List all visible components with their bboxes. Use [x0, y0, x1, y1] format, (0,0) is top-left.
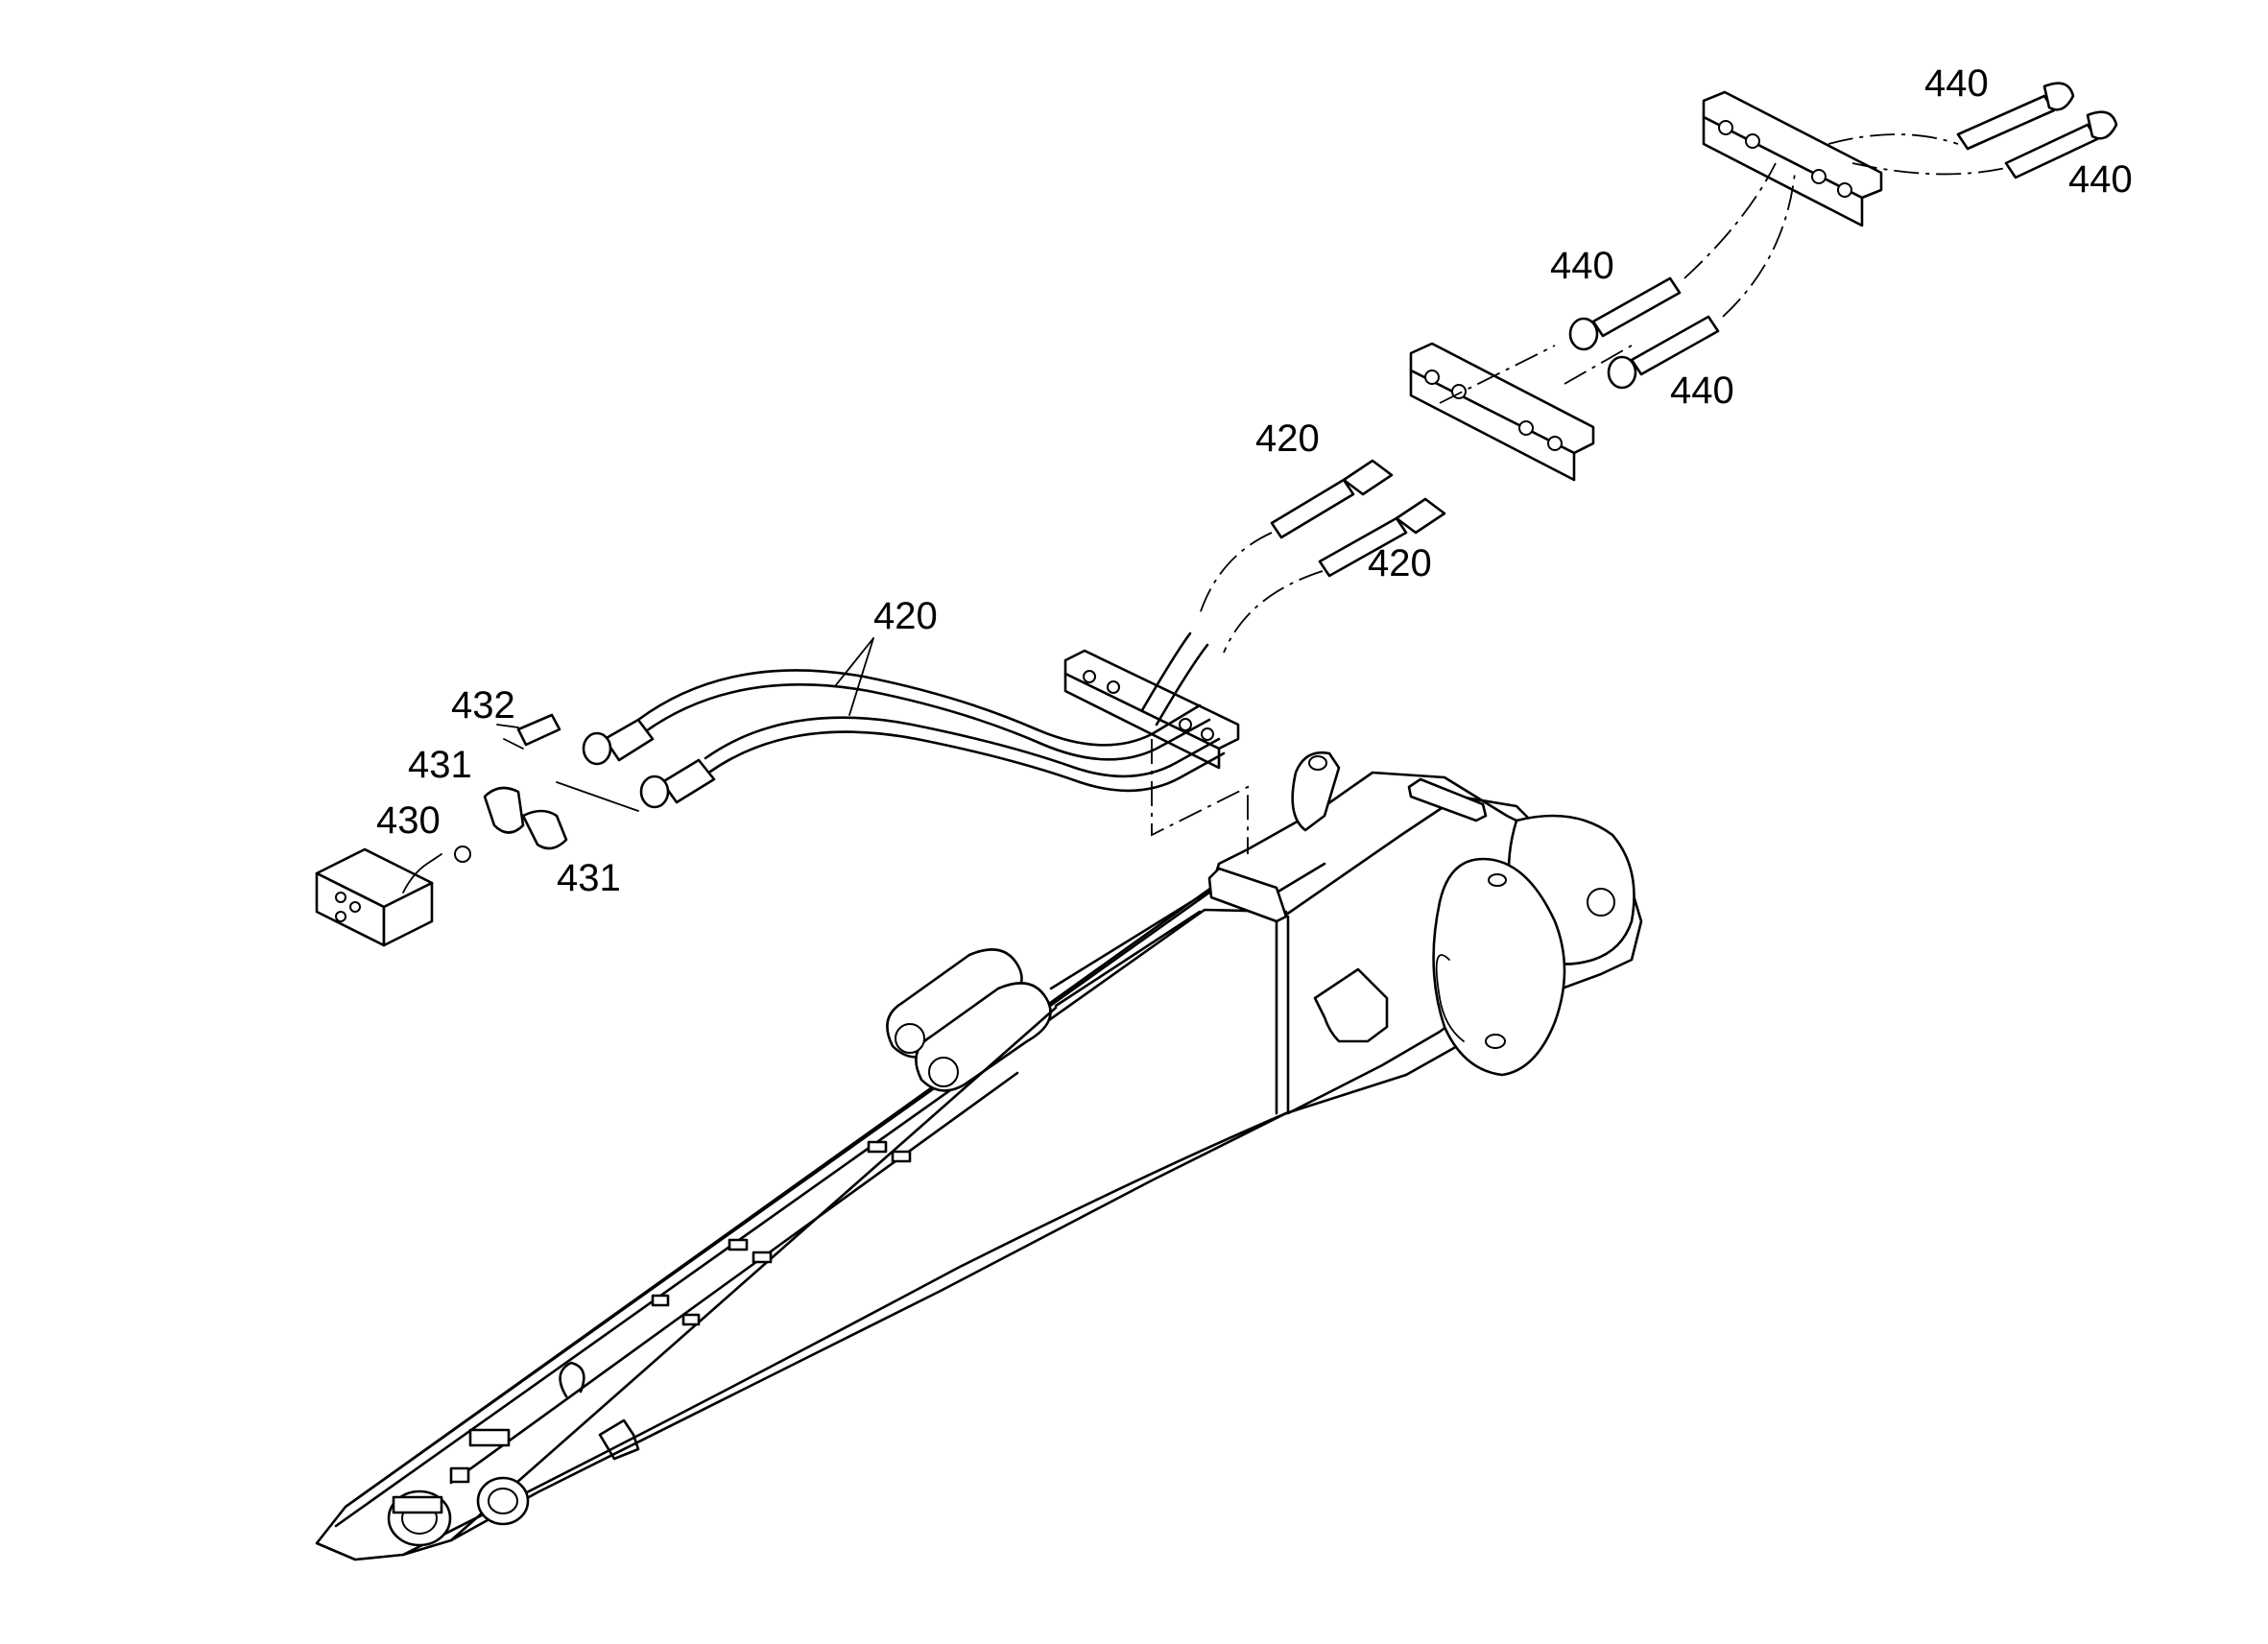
boom-arm — [315, 751, 1643, 1561]
label-431: 431 — [557, 857, 621, 899]
fittings-430-431-432 — [315, 713, 568, 947]
label-430: 430 — [376, 799, 441, 842]
hoses-420-lower — [582, 631, 1226, 809]
label-420: 420 — [1368, 542, 1432, 584]
label-440: 440 — [2068, 158, 2133, 201]
label-440: 440 — [1550, 245, 1614, 287]
label-440: 440 — [1924, 62, 1989, 105]
label-432: 432 — [451, 684, 515, 727]
assembly-centerlines — [503, 345, 1633, 854]
label-440: 440 — [1670, 369, 1734, 412]
label-420: 420 — [1255, 417, 1320, 460]
hose-clamp-lower — [1063, 649, 1240, 770]
label-420: 420 — [873, 595, 938, 637]
label-431: 431 — [408, 744, 472, 786]
hoses-420-middle — [1199, 459, 1446, 654]
hoses-440-upper — [1568, 82, 2118, 390]
hose-clamp-upper — [1702, 90, 1883, 227]
part-labels: 440 440 440 440 420 420 420 432 431 431 … — [376, 62, 2133, 899]
hose-clamp-middle — [1409, 342, 1595, 482]
